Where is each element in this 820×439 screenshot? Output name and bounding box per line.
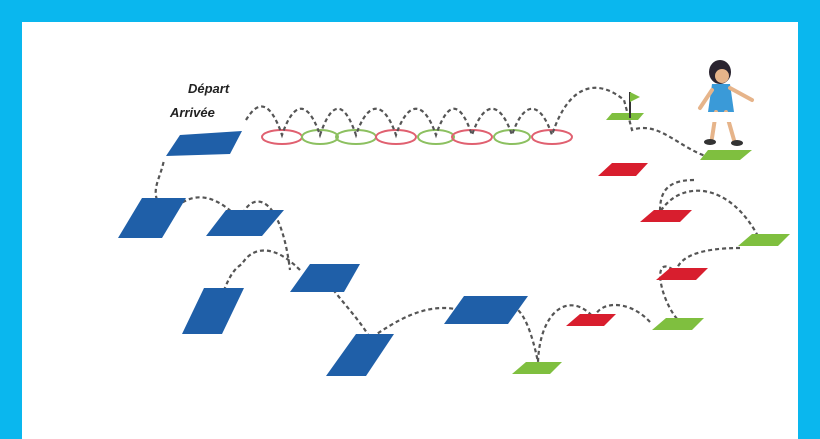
green-mat	[652, 318, 704, 330]
hoop-red	[531, 129, 573, 145]
hoop-red	[451, 129, 493, 145]
green-mats	[512, 113, 790, 374]
blue-mat	[206, 210, 284, 236]
green-mat	[738, 234, 790, 246]
blue-mat	[326, 334, 394, 376]
child-runner-icon	[698, 60, 754, 146]
blue-mats	[118, 131, 528, 376]
blue-mat	[182, 288, 244, 334]
green-mat	[606, 113, 644, 120]
diagram-panel: Départ Arrivée	[22, 22, 798, 439]
hoop-green	[493, 129, 531, 145]
hoop-red	[375, 129, 417, 145]
blue-mat	[118, 198, 186, 238]
hoop-green	[417, 129, 455, 145]
finish-label: Arrivée	[169, 105, 215, 120]
hoop-green	[301, 129, 339, 145]
hoops	[261, 129, 573, 145]
red-mats	[566, 163, 708, 326]
red-mat	[566, 314, 616, 326]
obstacle-course-diagram: Départ Arrivée	[118, 60, 790, 376]
red-mat	[656, 268, 708, 280]
blue-mat	[444, 296, 528, 324]
start-label: Départ	[188, 81, 230, 96]
green-mat	[512, 362, 562, 374]
blue-mat	[166, 131, 242, 156]
green-mat	[700, 150, 752, 160]
flag-icon	[629, 92, 640, 118]
blue-mat	[290, 264, 360, 292]
red-mat	[598, 163, 648, 176]
red-mat	[640, 210, 692, 222]
